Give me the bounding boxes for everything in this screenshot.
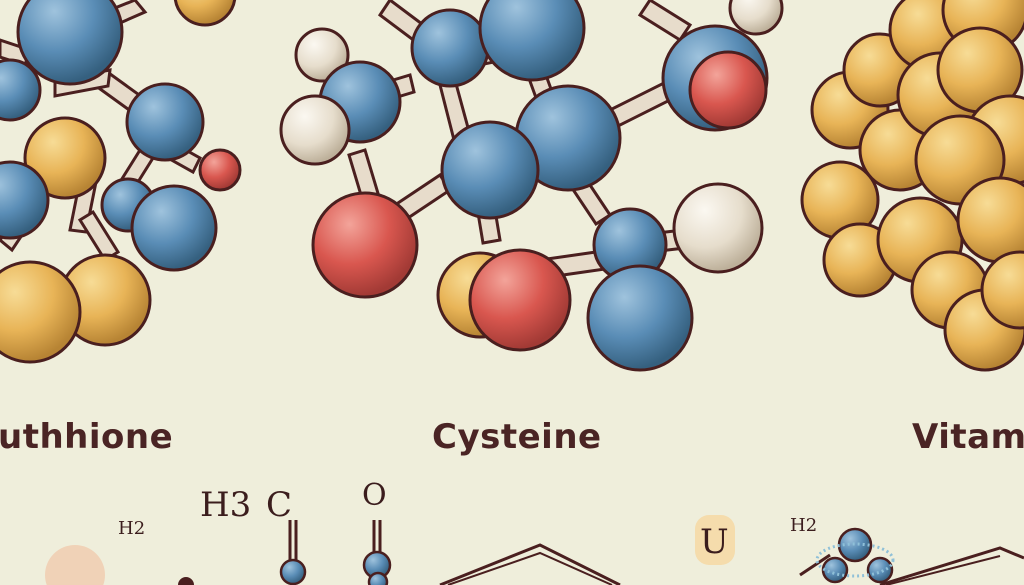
formula-h2-right: H2 — [790, 515, 818, 536]
atom-red — [468, 248, 572, 352]
atom-white — [728, 0, 784, 36]
atom-blue — [0, 58, 42, 122]
cysteine-label: Cysteine — [432, 417, 602, 457]
formula-h3: H3 — [200, 485, 252, 525]
atom-yellow — [173, 0, 237, 27]
atom-yellow — [23, 116, 107, 200]
atom-white — [294, 27, 350, 83]
glutathione-label: uthhione — [0, 417, 174, 457]
bond-line — [439, 543, 621, 585]
formula-h2-left: H2 — [118, 518, 146, 539]
bond-line — [879, 546, 1024, 585]
atom-blue — [125, 82, 205, 162]
atom-red — [198, 148, 242, 192]
atom-blue — [16, 0, 124, 86]
atom-blue — [440, 120, 540, 220]
bottom-atoms — [45, 515, 895, 585]
atom-yellow — [0, 260, 82, 364]
glutathione-molecule — [0, 0, 242, 364]
atom-blue — [586, 264, 694, 372]
atom-red — [688, 50, 768, 130]
atom-red — [311, 191, 419, 299]
atom-blue — [0, 160, 50, 240]
cysteine-molecule — [279, 0, 784, 372]
structural-formula — [288, 520, 1024, 585]
atom-white — [279, 94, 351, 166]
vitamin-molecule — [800, 0, 1024, 372]
vitamin-label: Vitami — [912, 417, 1024, 457]
formula-c: C — [266, 485, 293, 525]
atom-blue — [130, 184, 218, 272]
atom-blue — [410, 8, 490, 88]
formula-u: U — [700, 522, 729, 562]
atom-white — [672, 182, 764, 274]
formula-o: O — [362, 478, 387, 513]
atom-blue — [478, 0, 586, 82]
